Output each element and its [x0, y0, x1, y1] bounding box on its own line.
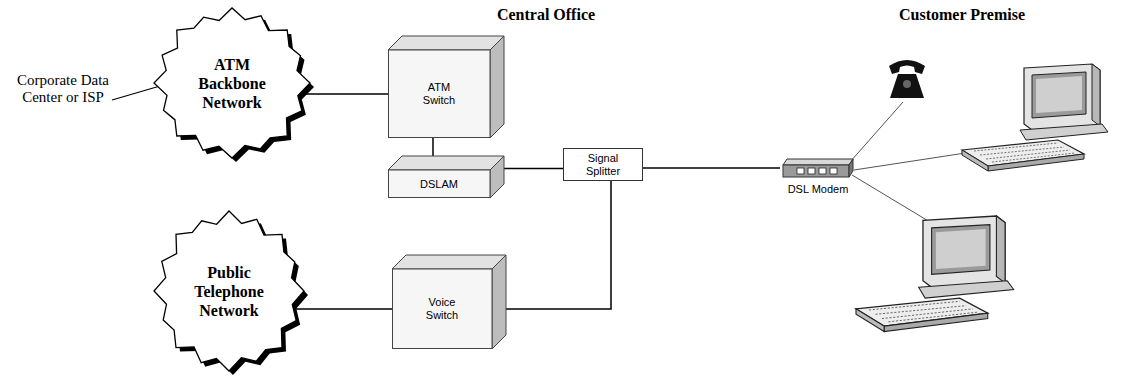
connector-line — [302, 94, 388, 95]
text-holder: DSLAM — [393, 178, 485, 191]
connector-line — [643, 168, 780, 169]
connector-line — [433, 138, 434, 156]
switch-box: ATM Switch — [388, 36, 504, 138]
modem-device: DSL Modem — [776, 157, 860, 196]
node-label: Signal Splitter — [573, 152, 633, 178]
node-label: Voice Switch — [417, 296, 467, 322]
text-holder: ATM Backbone Network — [182, 55, 283, 112]
text-holder: ATM Switch — [414, 81, 464, 107]
text-holder: Signal Splitter — [573, 152, 633, 178]
text-holder: Voice Switch — [417, 296, 467, 322]
network-cloud: ATM Backbone Network — [148, 2, 316, 164]
node-label: DSLAM — [393, 178, 485, 191]
text-holder: DSL Modem — [776, 183, 860, 196]
connector-line — [504, 168, 563, 169]
node-label: DSL Modem — [776, 183, 860, 196]
switch-box: DSLAM — [388, 156, 504, 198]
computer-wire — [852, 175, 930, 222]
telephone-icon — [889, 60, 925, 98]
leader-line — [112, 86, 160, 100]
splitter-box: Signal Splitter — [563, 148, 643, 181]
connector-line — [506, 181, 611, 309]
section-heading: Customer Premise — [872, 6, 1052, 24]
connector-line — [296, 309, 392, 310]
phone-wire — [850, 102, 903, 162]
computer-icon — [856, 216, 1014, 332]
node-label: ATM Switch — [414, 81, 464, 107]
computer-icon — [962, 64, 1108, 171]
node-label: ATM Backbone Network — [182, 55, 283, 112]
endpoint-label: Corporate Data Center or ISP — [16, 72, 110, 106]
switch-box: Voice Switch — [392, 255, 506, 349]
switch-box-outline — [388, 156, 504, 198]
section-heading: Central Office — [466, 6, 626, 24]
node-label: Public Telephone Network — [181, 263, 278, 320]
text-holder: Public Telephone Network — [181, 263, 278, 320]
network-cloud: Public Telephone Network — [148, 205, 310, 377]
